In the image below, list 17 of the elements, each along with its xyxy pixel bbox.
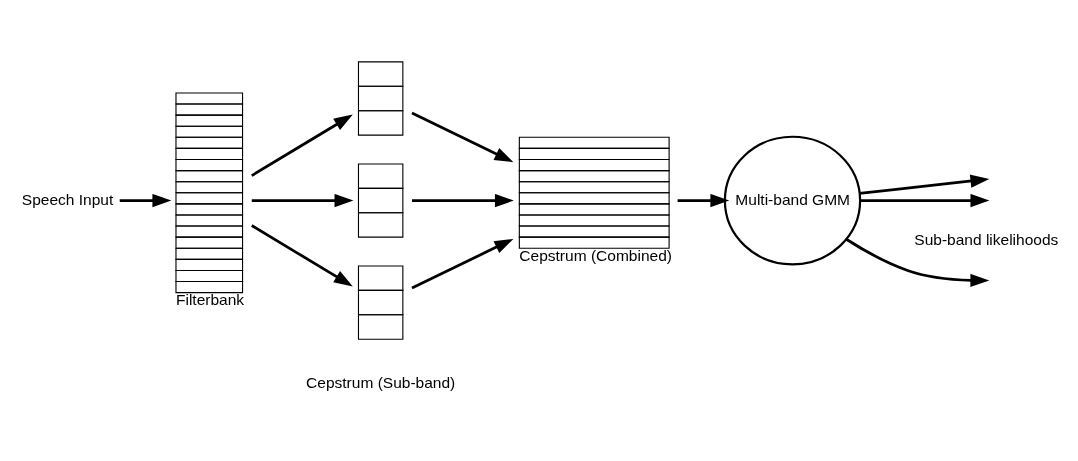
arrow xyxy=(859,174,990,195)
arrow xyxy=(251,193,354,208)
node-label: Filterbank xyxy=(175,291,245,309)
arrow xyxy=(411,111,514,163)
arrow xyxy=(411,193,514,208)
node-label: Cepstrum (Combined) xyxy=(519,246,672,264)
arrow xyxy=(845,238,990,287)
node-circle: Multi-band GMM xyxy=(723,135,862,266)
arrow xyxy=(860,193,990,208)
arrow xyxy=(119,193,172,208)
arrow xyxy=(251,114,353,177)
arrow xyxy=(677,193,730,208)
label: Cepstrum (Sub-band) xyxy=(306,373,456,391)
label: Sub-band likelihoods xyxy=(914,230,1059,248)
node-text: Speech Input xyxy=(21,190,114,208)
arrow xyxy=(411,238,514,290)
arrow xyxy=(251,224,353,287)
